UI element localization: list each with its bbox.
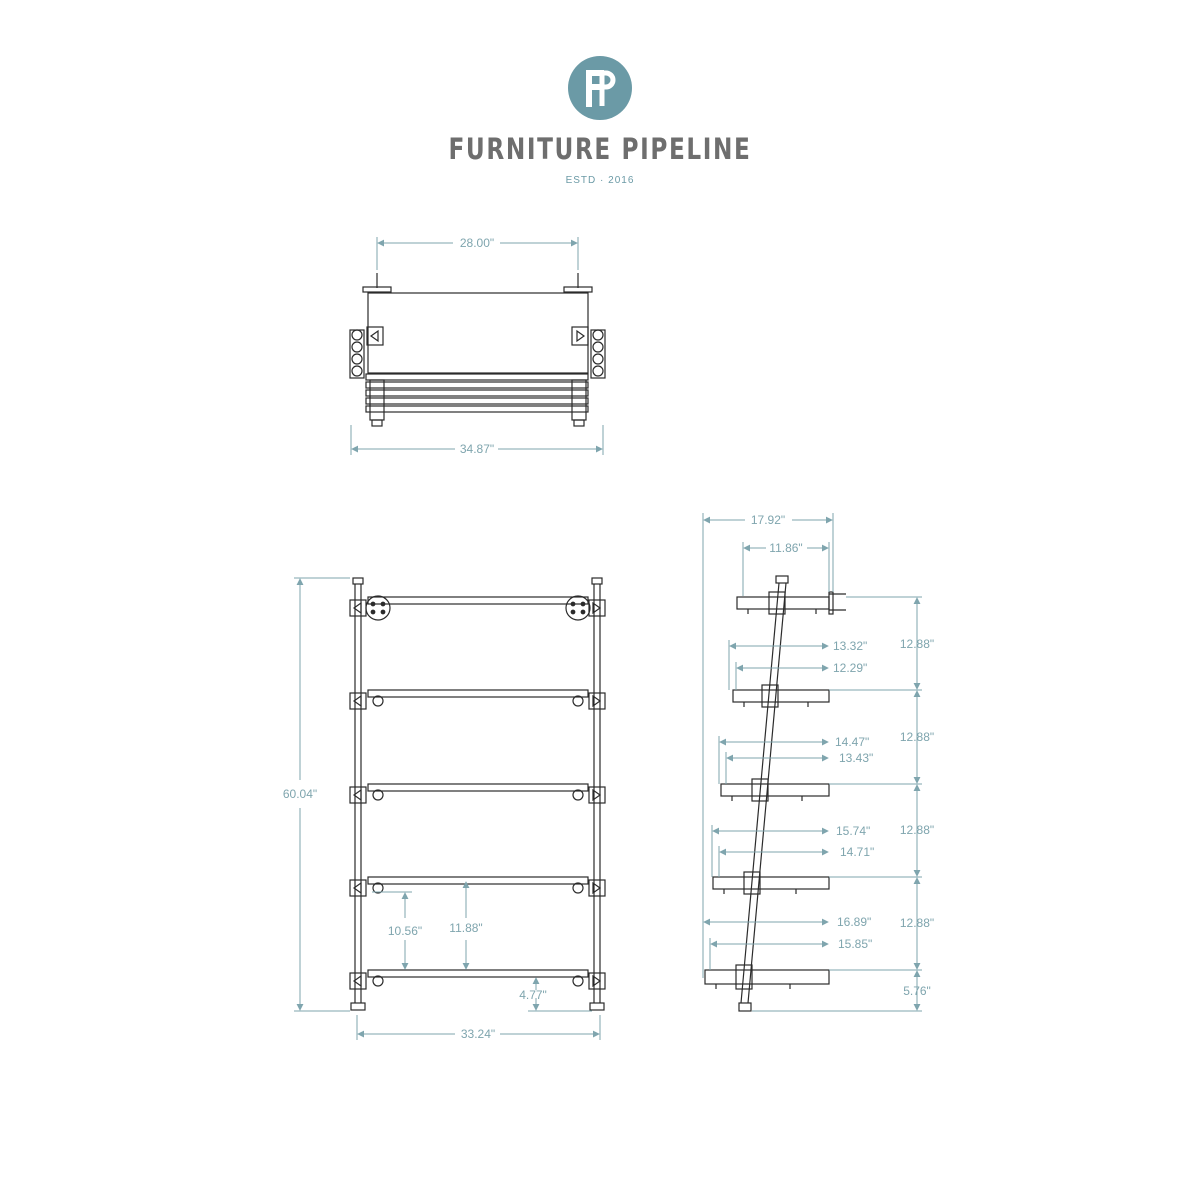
side-view — [704, 575, 846, 1012]
dim-front-inner-clearance: 10.56" — [388, 924, 422, 938]
top-view-right-pipe-stack — [571, 326, 606, 427]
front-shelf-3 — [349, 783, 606, 804]
side-leaning-post — [738, 575, 789, 1012]
side-shelf-5 — [704, 964, 830, 990]
dim-side-shelf-3-inner: 13.43" — [839, 751, 873, 765]
dim-side-spacing-4: 12.88" — [900, 916, 934, 930]
front-view-dimensions — [294, 577, 601, 1040]
dim-side-shelf-5-outer: 16.89" — [837, 915, 871, 929]
dim-top-wall-width: 28.00" — [460, 236, 494, 250]
dim-side-shelf-3-outer: 14.47" — [835, 735, 869, 749]
dim-side-shelf-1-outer: 11.86" — [769, 541, 802, 555]
side-shelf-4 — [712, 871, 830, 895]
top-view-wall-flange-left — [362, 273, 392, 293]
side-wall-flange — [828, 591, 846, 615]
dim-front-overall-height: 60.04" — [283, 787, 317, 801]
dim-side-shelf-4-inner: 14.71" — [840, 845, 874, 859]
logo-badge — [568, 56, 632, 120]
side-view-dimensions — [702, 513, 922, 1012]
dim-front-shelf-spacing: 11.88" — [449, 921, 482, 935]
dim-side-spacing-3: 12.88" — [900, 823, 934, 837]
dim-side-shelf-2-inner: 12.29" — [833, 661, 867, 675]
front-wall-flange-left — [365, 595, 391, 621]
front-shelf-1 — [349, 596, 606, 617]
front-left-upright — [350, 577, 366, 1011]
front-shelf-5 — [349, 969, 606, 990]
brand-logo: FURNITURE PIPELINE ESTD · 2016 — [0, 40, 1200, 200]
dim-side-spacing-2: 12.88" — [900, 730, 934, 744]
top-view-shelf-board — [367, 292, 589, 374]
top-view-shelf-boards — [365, 373, 589, 413]
dim-side-overall-depth: 17.92" — [751, 513, 785, 527]
dim-side-shelf-2-outer: 13.32" — [833, 639, 867, 653]
dim-side-shelf-4-outer: 15.74" — [836, 824, 870, 838]
dim-front-overall-width: 33.24" — [461, 1027, 495, 1041]
dim-side-shelf-5-inner: 15.85" — [838, 937, 872, 951]
top-view — [349, 273, 606, 427]
dim-side-bottom-offset: 5.76" — [903, 984, 931, 998]
top-view-left-pipe-stack — [349, 326, 385, 427]
front-shelf-4 — [349, 876, 606, 897]
fp-monogram-icon — [586, 70, 616, 107]
side-shelf-2 — [732, 684, 830, 708]
dim-top-overall-width: 34.87" — [460, 442, 494, 456]
side-shelf-1 — [736, 591, 830, 615]
dim-side-spacing-1: 12.88" — [900, 637, 934, 651]
top-view-wall-flange-right — [563, 273, 593, 293]
front-wall-flange-right — [565, 595, 591, 621]
brand-name: FURNITURE PIPELINE — [448, 132, 752, 166]
front-view — [349, 577, 606, 1011]
top-view-dimensions — [350, 237, 604, 455]
side-shelf-3 — [720, 778, 830, 802]
front-shelf-2 — [349, 689, 606, 710]
front-right-upright — [589, 577, 605, 1011]
brand-established: ESTD · 2016 — [565, 175, 635, 186]
dim-front-bottom-clearance: 4.77" — [519, 988, 547, 1002]
